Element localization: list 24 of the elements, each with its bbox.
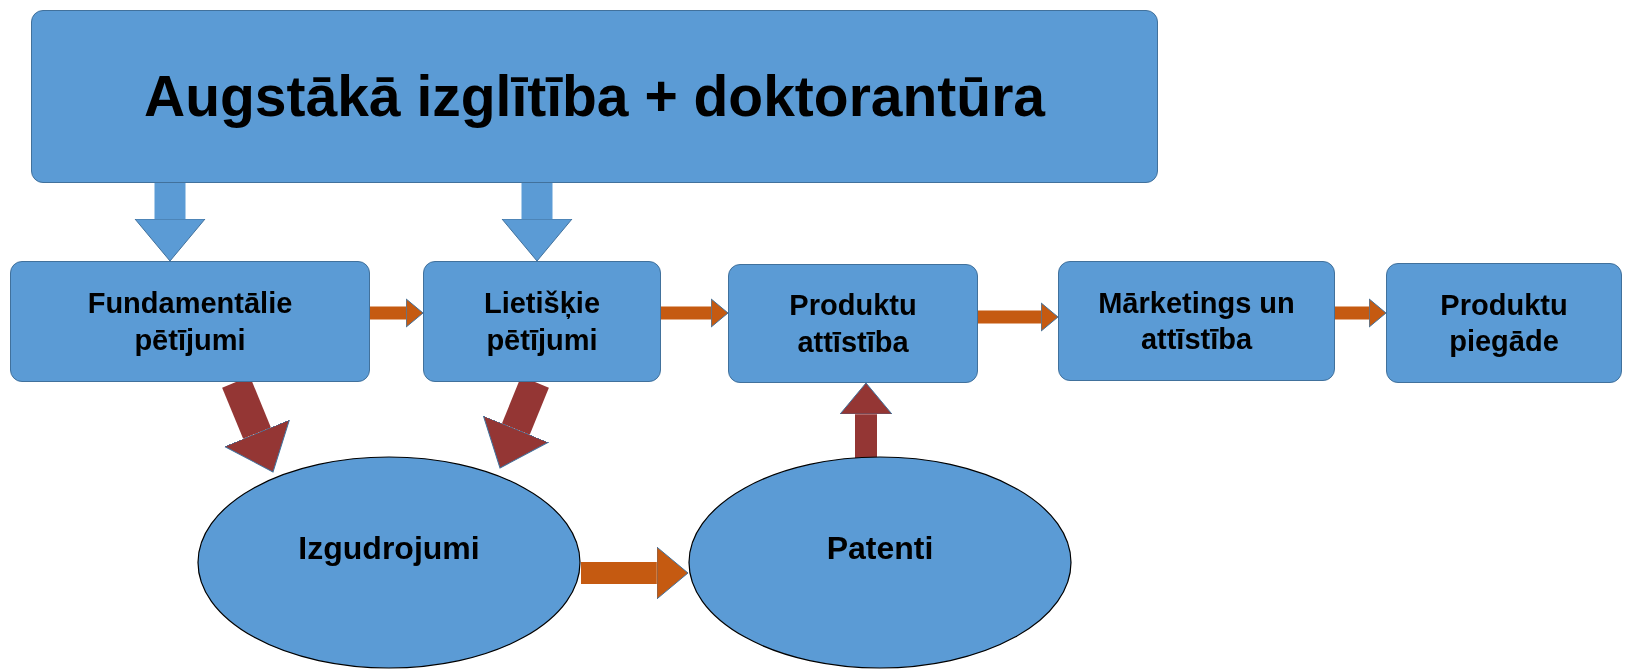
process-box xyxy=(1058,261,1335,381)
node-label: Produktu piegāde xyxy=(1439,287,1569,359)
node-label: Patenti xyxy=(826,528,934,568)
node-label: Produktu attīstība xyxy=(788,288,918,360)
process-box xyxy=(10,261,370,382)
block-arrow xyxy=(1335,298,1387,328)
block-arrow xyxy=(978,302,1059,332)
node-label: Augstākā izglītība + doktorantūra xyxy=(143,62,1046,130)
node-label: Mārketings un attīstība xyxy=(1097,285,1296,357)
process-box xyxy=(728,264,978,383)
node-label: Izgudrojumi xyxy=(298,528,480,568)
block-arrow xyxy=(581,546,689,600)
block-arrow xyxy=(134,183,206,262)
block-arrow xyxy=(501,183,573,262)
header-box xyxy=(31,10,1158,183)
process-box xyxy=(423,261,661,382)
process-box xyxy=(1386,263,1622,383)
ellipse-node xyxy=(197,456,581,669)
ellipse-node xyxy=(688,456,1072,669)
node-label: Fundamentālie pētījumi xyxy=(86,286,294,358)
node-label: Lietišķie pētījumi xyxy=(482,286,602,358)
block-arrow xyxy=(661,298,729,328)
block-arrow xyxy=(370,298,424,328)
block-arrow xyxy=(839,382,893,459)
